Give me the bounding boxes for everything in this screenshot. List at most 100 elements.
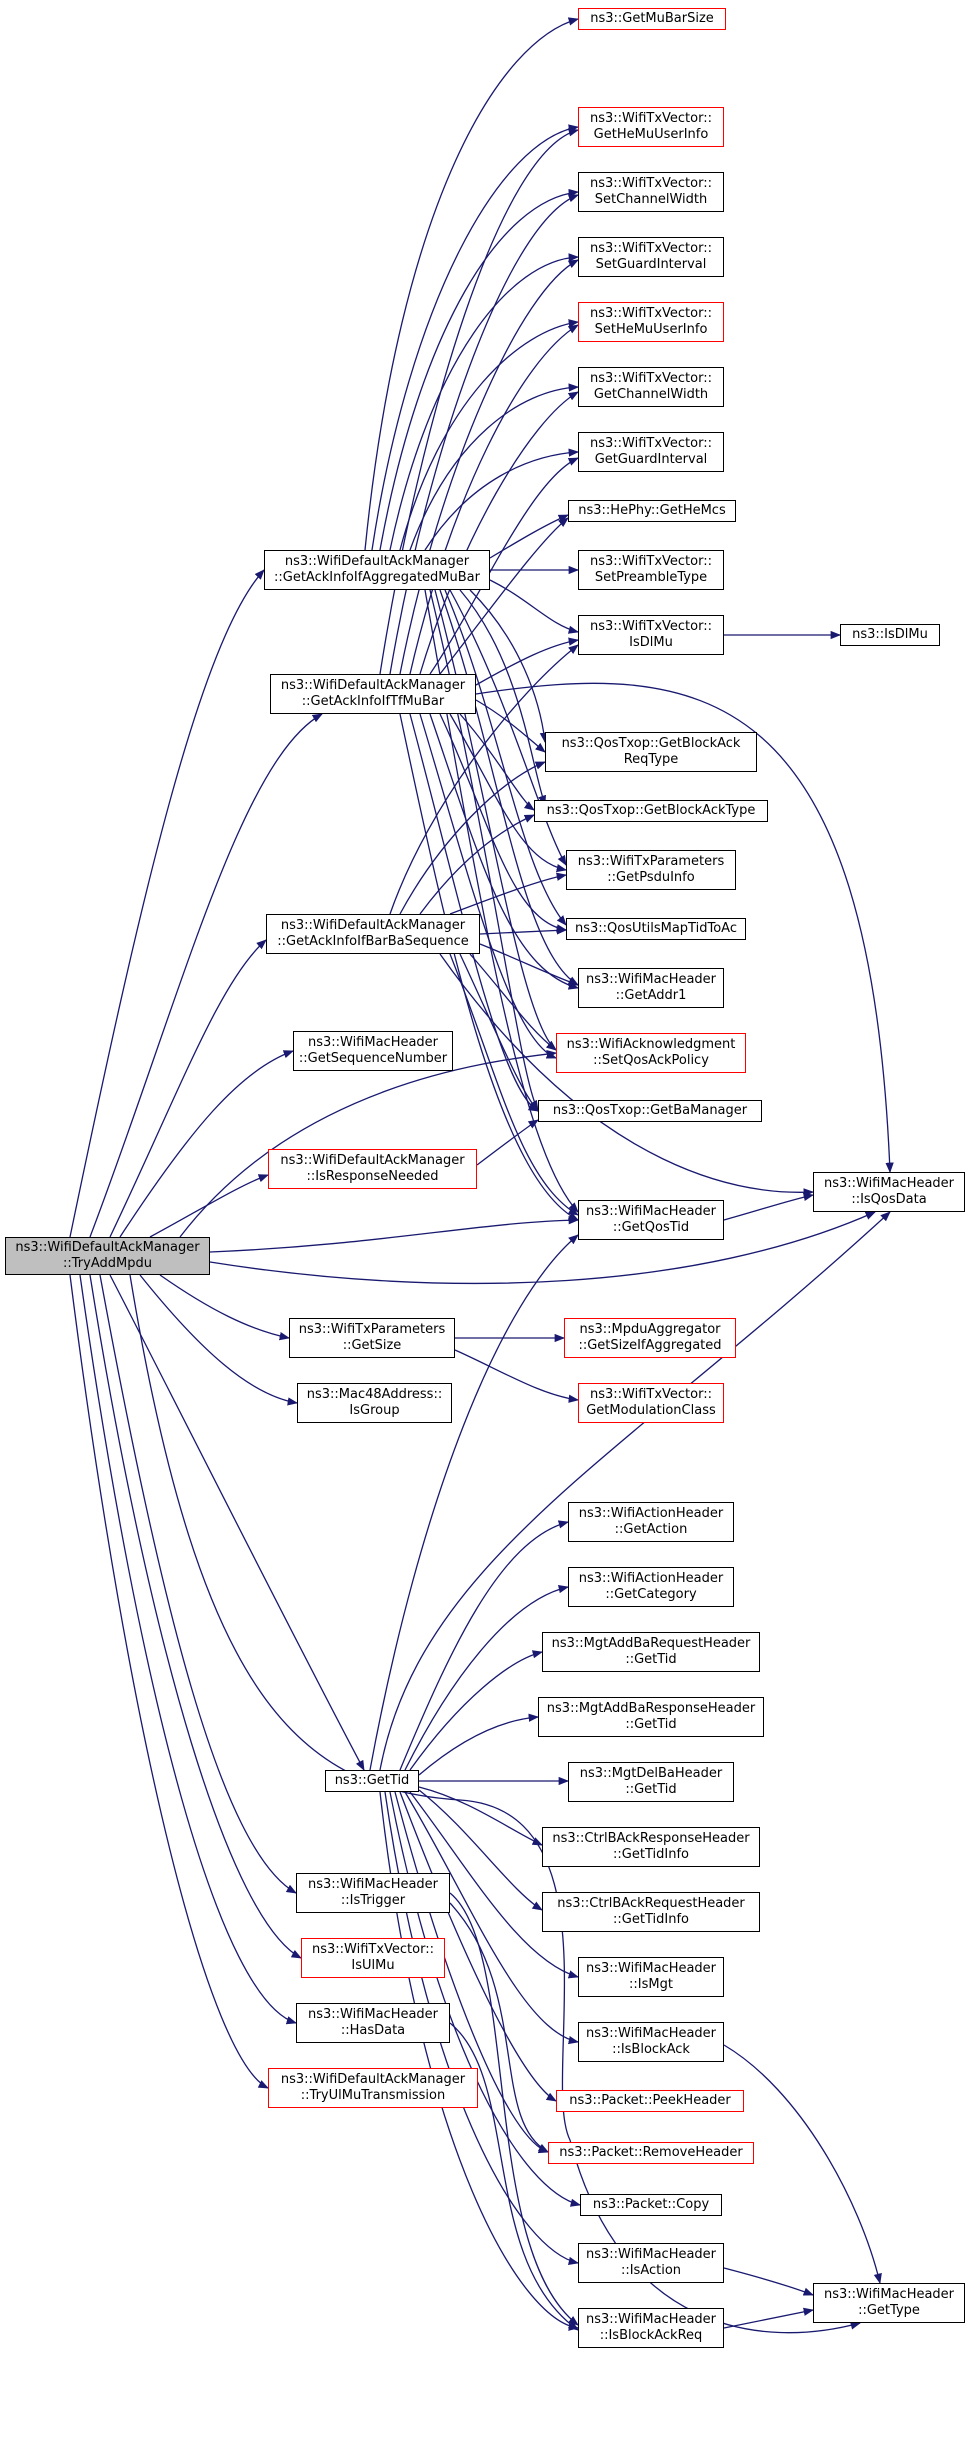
node-try-add-mpdu: ns3::WifiDefaultAckManager::TryAddMpdu	[5, 1237, 210, 1275]
node-action-header-get-category[interactable]: ns3::WifiActionHeader::GetCategory	[568, 1567, 734, 1607]
node-label: ns3::GetTid	[334, 1773, 410, 1788]
call-edge	[399, 319, 580, 551]
call-edge	[424, 448, 580, 551]
node-label: ns3::WifiMacHeader	[823, 1176, 955, 1191]
node-is-block-ack[interactable]: ns3::WifiMacHeader::IsBlockAck	[578, 2022, 724, 2062]
node-get-size-if-aggregated[interactable]: ns3::MpduAggregator::GetSizeIfAggregated	[564, 1318, 736, 1358]
node-label: ns3::CtrlBAckRequestHeader	[557, 1896, 745, 1911]
node-label: ns3::WifiAcknowledgment	[566, 1037, 736, 1052]
node-label: ns3::WifiMacHeader	[823, 2287, 955, 2302]
node-get-psdu-info[interactable]: ns3::WifiTxParameters::GetPsduInfo	[566, 850, 736, 890]
call-edge	[444, 589, 567, 926]
node-action-header-get-action[interactable]: ns3::WifiActionHeader::GetAction	[568, 1502, 734, 1542]
node-is-qos-data[interactable]: ns3::WifiMacHeader::IsQosData	[813, 1172, 965, 1212]
node-ctrl-back-request-get-tid-info[interactable]: ns3::CtrlBAckRequestHeader::GetTidInfo	[542, 1892, 760, 1932]
node-he-phy-get-he-mcs[interactable]: ns3::HePhy::GetHeMcs	[568, 500, 736, 522]
node-get-addr1[interactable]: ns3::WifiMacHeader::GetAddr1	[578, 968, 724, 1008]
node-set-preamble-type[interactable]: ns3::WifiTxVector::SetPreambleType	[578, 550, 724, 590]
node-label: ::GetType	[858, 2303, 920, 2318]
call-edge	[479, 943, 579, 986]
call-edge	[379, 1791, 580, 2331]
node-mac48-is-group[interactable]: ns3::Mac48Address::IsGroup	[297, 1383, 452, 1423]
node-label: ns3::WifiMacHeader	[585, 2312, 717, 2327]
call-edge	[459, 713, 535, 811]
node-addba-response-get-tid[interactable]: ns3::MgtAddBaResponseHeader::GetTid	[538, 1697, 764, 1737]
node-get-ack-info-if-aggregated-mu-bar[interactable]: ns3::WifiDefaultAckManager::GetAckInfoIf…	[264, 550, 490, 590]
node-label: ns3::WifiTxVector::	[589, 554, 712, 569]
node-get-channel-width[interactable]: ns3::WifiTxVector::GetChannelWidth	[578, 367, 724, 407]
call-edge	[449, 953, 579, 1216]
node-get-tid[interactable]: ns3::GetTid	[325, 1770, 419, 1792]
call-edge	[409, 713, 539, 1112]
node-label: ns3::MpduAggregator	[579, 1322, 721, 1337]
node-delba-get-tid[interactable]: ns3::MgtDelBaHeader::GetTid	[568, 1762, 734, 1802]
call-edge	[69, 569, 265, 1238]
node-is-action[interactable]: ns3::WifiMacHeader::IsAction	[578, 2243, 724, 2283]
node-label: ::IsQosData	[851, 1192, 927, 1207]
node-label: ns3::WifiTxParameters	[298, 1322, 446, 1337]
node-tx-vector-is-dl-mu[interactable]: ns3::WifiTxVector::IsDlMu	[578, 615, 724, 655]
node-label: ns3::WifiTxVector::	[589, 371, 712, 386]
node-get-mu-bar-size[interactable]: ns3::GetMuBarSize	[578, 8, 726, 30]
node-set-qos-ack-policy[interactable]: ns3::WifiAcknowledgment::SetQosAckPolicy	[556, 1033, 746, 1073]
call-edge	[371, 124, 580, 551]
node-label: ns3::WifiTxVector::	[589, 436, 712, 451]
node-is-trigger[interactable]: ns3::WifiMacHeader::IsTrigger	[296, 1873, 450, 1913]
node-label: ::GetTid	[625, 1717, 677, 1732]
node-ctrl-back-response-get-tid-info[interactable]: ns3::CtrlBAckResponseHeader::GetTidInfo	[542, 1827, 760, 1867]
call-edge	[419, 814, 535, 915]
node-qos-utils-map-tid-to-ac[interactable]: ns3::QosUtilsMapTidToAc	[566, 918, 746, 940]
node-get-ack-info-if-bar-ba-sequence[interactable]: ns3::WifiDefaultAckManager::GetAckInfoIf…	[266, 914, 480, 954]
node-set-channel-width[interactable]: ns3::WifiTxVector::SetChannelWidth	[578, 172, 724, 212]
call-edge	[369, 1234, 579, 1771]
node-get-he-mu-user-info[interactable]: ns3::WifiTxVector::GetHeMuUserInfo	[578, 107, 724, 147]
node-get-guard-interval[interactable]: ns3::WifiTxVector::GetGuardInterval	[578, 432, 724, 472]
node-packet-peek-header[interactable]: ns3::Packet::PeekHeader	[556, 2090, 744, 2112]
node-packet-remove-header[interactable]: ns3::Packet::RemoveHeader	[548, 2142, 754, 2164]
node-label: IsUlMu	[351, 1958, 395, 1973]
node-get-modulation-class[interactable]: ns3::WifiTxVector::GetModulationClass	[578, 1383, 724, 1423]
node-addba-request-get-tid[interactable]: ns3::MgtAddBaRequestHeader::GetTid	[542, 1632, 760, 1672]
call-edge	[479, 926, 568, 935]
node-get-block-ack-type[interactable]: ns3::QosTxop::GetBlockAckType	[534, 800, 768, 822]
node-get-qos-tid[interactable]: ns3::WifiMacHeader::GetQosTid	[578, 1200, 724, 1240]
node-is-ul-mu[interactable]: ns3::WifiTxVector::IsUlMu	[301, 1938, 445, 1978]
node-label: ::HasData	[340, 2023, 406, 2038]
node-wifi-tx-parameters-get-size[interactable]: ns3::WifiTxParameters::GetSize	[289, 1318, 455, 1358]
node-label: ::TryAddMpdu	[63, 1256, 152, 1271]
node-get-type[interactable]: ns3::WifiMacHeader::GetType	[813, 2283, 965, 2323]
node-label: ns3::WifiDefaultAckManager	[280, 2072, 466, 2087]
node-label: ReqType	[623, 752, 679, 767]
node-ns3-is-dl-mu[interactable]: ns3::IsDlMu	[840, 624, 940, 646]
node-label: ns3::WifiDefaultAckManager	[284, 554, 470, 569]
node-label: ::IsMgt	[629, 1977, 673, 1992]
node-label: ns3::WifiTxVector::	[311, 1942, 434, 1957]
node-label: ns3::WifiMacHeader	[585, 1961, 717, 1976]
node-get-ba-manager[interactable]: ns3::QosTxop::GetBaManager	[538, 1100, 762, 1122]
node-label: ::GetSizeIfAggregated	[578, 1338, 722, 1353]
node-has-data[interactable]: ns3::WifiMacHeader::HasData	[296, 2003, 450, 2043]
node-get-ack-info-if-tf-mu-bar[interactable]: ns3::WifiDefaultAckManager::GetAckInfoIf…	[270, 674, 476, 714]
node-is-mgt[interactable]: ns3::WifiMacHeader::IsMgt	[578, 1957, 724, 1997]
call-edge	[79, 1274, 297, 2025]
node-label: ns3::CtrlBAckResponseHeader	[552, 1831, 750, 1846]
node-set-he-mu-user-info[interactable]: ns3::WifiTxVector::SetHeMuUserInfo	[578, 302, 724, 342]
node-label: SetHeMuUserInfo	[594, 322, 708, 337]
node-label: ns3::WifiDefaultAckManager	[280, 678, 466, 693]
call-edge	[399, 259, 579, 675]
node-is-response-needed[interactable]: ns3::WifiDefaultAckManager::IsResponseNe…	[268, 1149, 477, 1189]
node-set-guard-interval[interactable]: ns3::WifiTxVector::SetGuardInterval	[578, 237, 724, 277]
node-try-ul-mu-transmission[interactable]: ns3::WifiDefaultAckManager::TryUlMuTrans…	[268, 2068, 478, 2108]
node-label: ns3::WifiActionHeader	[578, 1571, 724, 1586]
node-packet-copy[interactable]: ns3::Packet::Copy	[580, 2194, 722, 2216]
node-label: ns3::WifiMacHeader	[585, 2026, 717, 2041]
node-get-sequence-number[interactable]: ns3::WifiMacHeader::GetSequenceNumber	[293, 1031, 453, 1071]
call-edge	[424, 589, 579, 1213]
node-is-block-ack-req[interactable]: ns3::WifiMacHeader::IsBlockAckReq	[578, 2308, 724, 2348]
node-label: GetModulationClass	[586, 1403, 716, 1418]
node-label: ns3::MgtAddBaRequestHeader	[551, 1636, 751, 1651]
node-label: ::GetTid	[625, 1782, 677, 1797]
node-label: SetChannelWidth	[594, 192, 708, 207]
